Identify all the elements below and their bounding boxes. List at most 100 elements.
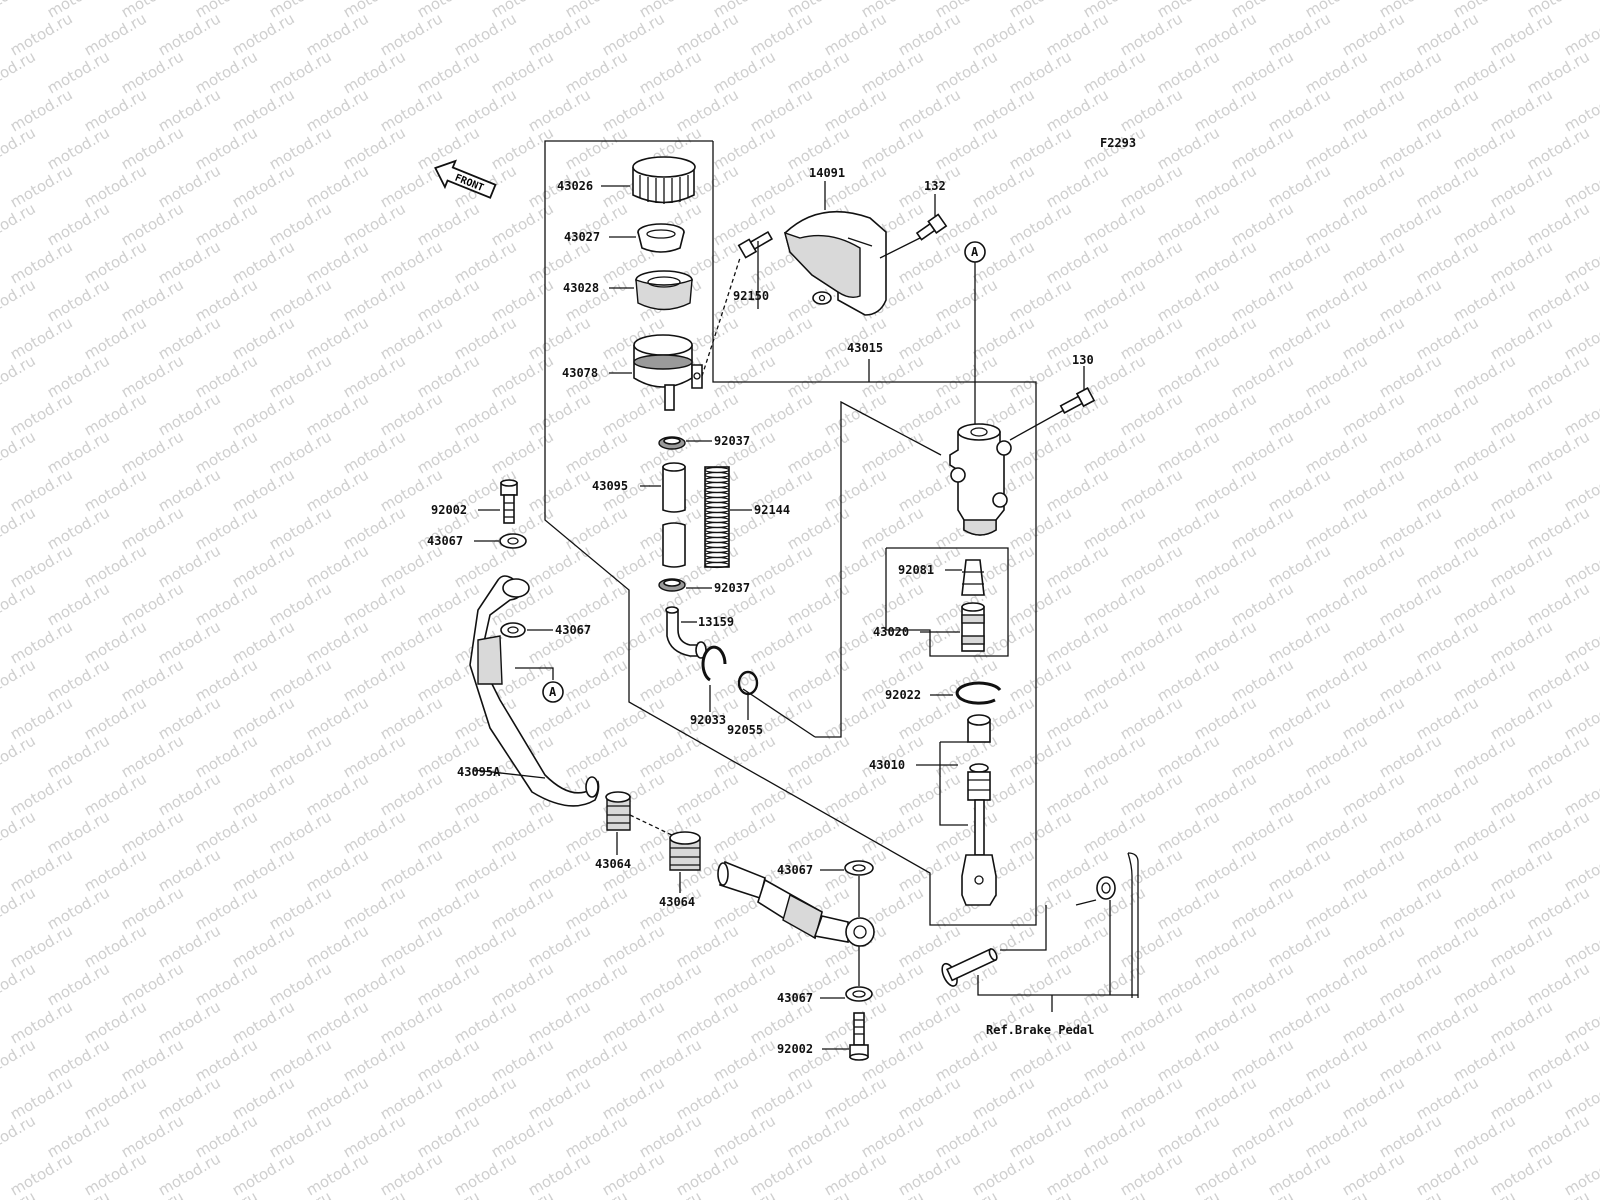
watermark-text: motod.ru [1154, 427, 1223, 477]
watermark-text: motod.ru [229, 997, 298, 1047]
watermark-text: motod.ru [0, 541, 2, 591]
watermark-text: motod.ru [821, 693, 890, 743]
watermark-text: motod.ru [1450, 351, 1519, 401]
watermark-text: motod.ru [377, 85, 446, 135]
bolt-132 [915, 213, 948, 241]
watermark-text: motod.ru [81, 161, 150, 211]
reservoir-body [633, 334, 703, 411]
watermark-text: motod.ru [747, 1149, 816, 1199]
watermark-text: motod.ru [562, 579, 631, 629]
watermark-text: motod.ru [0, 997, 2, 1047]
watermark-text: motod.ru [1302, 959, 1371, 1009]
watermark-text: motod.ru [155, 389, 224, 439]
watermark-text: motod.ru [1265, 85, 1334, 135]
watermark-text: motod.ru [1413, 997, 1482, 1047]
watermark-text: motod.ru [1080, 503, 1149, 553]
watermark-text: motod.ru [229, 85, 298, 135]
watermark-text: motod.ru [1339, 693, 1408, 743]
bolt-130 [1059, 387, 1096, 414]
washer-43067-b [500, 622, 526, 638]
watermark-text: motod.ru [340, 1187, 409, 1200]
label-14091: 14091 [809, 166, 845, 180]
watermark-text: motod.ru [525, 845, 594, 895]
watermark-text: motod.ru [1413, 1149, 1482, 1199]
watermark-text: motod.ru [1376, 579, 1445, 629]
watermark-text: motod.ru [1302, 655, 1371, 705]
watermark-text: motod.ru [1006, 579, 1075, 629]
watermark-text: motod.ru [1080, 1111, 1149, 1161]
watermark-text: motod.ru [599, 921, 668, 971]
watermark-text: motod.ru [1191, 693, 1260, 743]
watermark-text: motod.ru [1265, 541, 1334, 591]
watermark-text: motod.ru [1302, 883, 1371, 933]
watermark-text: motod.ru [1191, 541, 1260, 591]
watermark-text: motod.ru [118, 959, 187, 1009]
watermark-text: motod.ru [155, 541, 224, 591]
watermark-text: motod.ru [1339, 1073, 1408, 1123]
watermark-text: motod.ru [525, 85, 594, 135]
watermark-text: motod.ru [710, 351, 779, 401]
watermark-text: motod.ru [784, 807, 853, 857]
watermark-text: motod.ru [1154, 123, 1223, 173]
watermark-text: motod.ru [525, 921, 594, 971]
watermark-text: motod.ru [81, 769, 150, 819]
watermark-text: motod.ru [1043, 769, 1112, 819]
watermark-text: motod.ru [784, 1111, 853, 1161]
watermark-text: motod.ru [266, 351, 335, 401]
watermark-text: motod.ru [1043, 161, 1112, 211]
label-43095: 43095 [592, 479, 628, 493]
watermark-text: motod.ru [7, 693, 76, 743]
watermark-text: motod.ru [1524, 731, 1593, 781]
label-43028: 43028 [563, 281, 599, 295]
watermark-text: motod.ru [155, 921, 224, 971]
watermark-text: motod.ru [1450, 731, 1519, 781]
watermark-text: motod.ru [377, 921, 446, 971]
watermark-text: motod.ru [1376, 807, 1445, 857]
piston-cup-92081 [961, 559, 985, 596]
watermark-text: motod.ru [192, 123, 261, 173]
watermark-text: motod.ru [192, 807, 261, 857]
watermark-text: motod.ru [1450, 123, 1519, 173]
watermark-text: motod.ru [1487, 1149, 1556, 1199]
watermark-text: motod.ru [821, 85, 890, 135]
hose-clamp-top [658, 436, 686, 450]
watermark-text: motod.ru [525, 997, 594, 1047]
watermark-text: motod.ru [192, 503, 261, 553]
watermark-text: motod.ru [1228, 199, 1297, 249]
watermark-text: motod.ru [1487, 845, 1556, 895]
watermark-text: motod.ru [1117, 769, 1186, 819]
label-43026: 43026 [557, 179, 593, 193]
watermark-text: motod.ru [1487, 389, 1556, 439]
watermark-text: motod.ru [673, 769, 742, 819]
watermark-text: motod.ru [1376, 351, 1445, 401]
watermark-text: motod.ru [0, 1149, 2, 1199]
watermark-text: motod.ru [44, 1035, 113, 1085]
watermark-text: motod.ru [1413, 541, 1482, 591]
watermark-text: motod.ru [932, 1111, 1001, 1161]
watermark-text: motod.ru [1006, 351, 1075, 401]
watermark-text: motod.ru [932, 807, 1001, 857]
watermark-text: motod.ru [266, 1111, 335, 1161]
grommet-43064-b [669, 831, 701, 871]
watermark-text: motod.ru [1265, 1149, 1334, 1199]
watermark-text: motod.ru [1450, 503, 1519, 553]
watermark-text: motod.ru [1043, 1073, 1112, 1123]
watermark-text: motod.ru [969, 85, 1038, 135]
watermark-text: motod.ru [895, 1149, 964, 1199]
watermark-text: motod.ru [1450, 579, 1519, 629]
watermark-text: motod.ru [377, 389, 446, 439]
watermark-text: motod.ru [155, 1149, 224, 1199]
watermark-text: motod.ru [1191, 769, 1260, 819]
watermark-text: motod.ru [192, 655, 261, 705]
watermark-text: motod.ru [1376, 503, 1445, 553]
watermark-text: motod.ru [932, 351, 1001, 401]
watermark-text: motod.ru [303, 1149, 372, 1199]
watermark-text: motod.ru [1154, 1035, 1223, 1085]
watermark-text: motod.ru [340, 731, 409, 781]
watermark-text: motod.ru [1376, 959, 1445, 1009]
watermark-text: motod.ru [303, 617, 372, 667]
watermark-text: motod.ru [1191, 921, 1260, 971]
watermark-text: motod.ru [858, 579, 927, 629]
watermark-text: motod.ru [0, 693, 2, 743]
